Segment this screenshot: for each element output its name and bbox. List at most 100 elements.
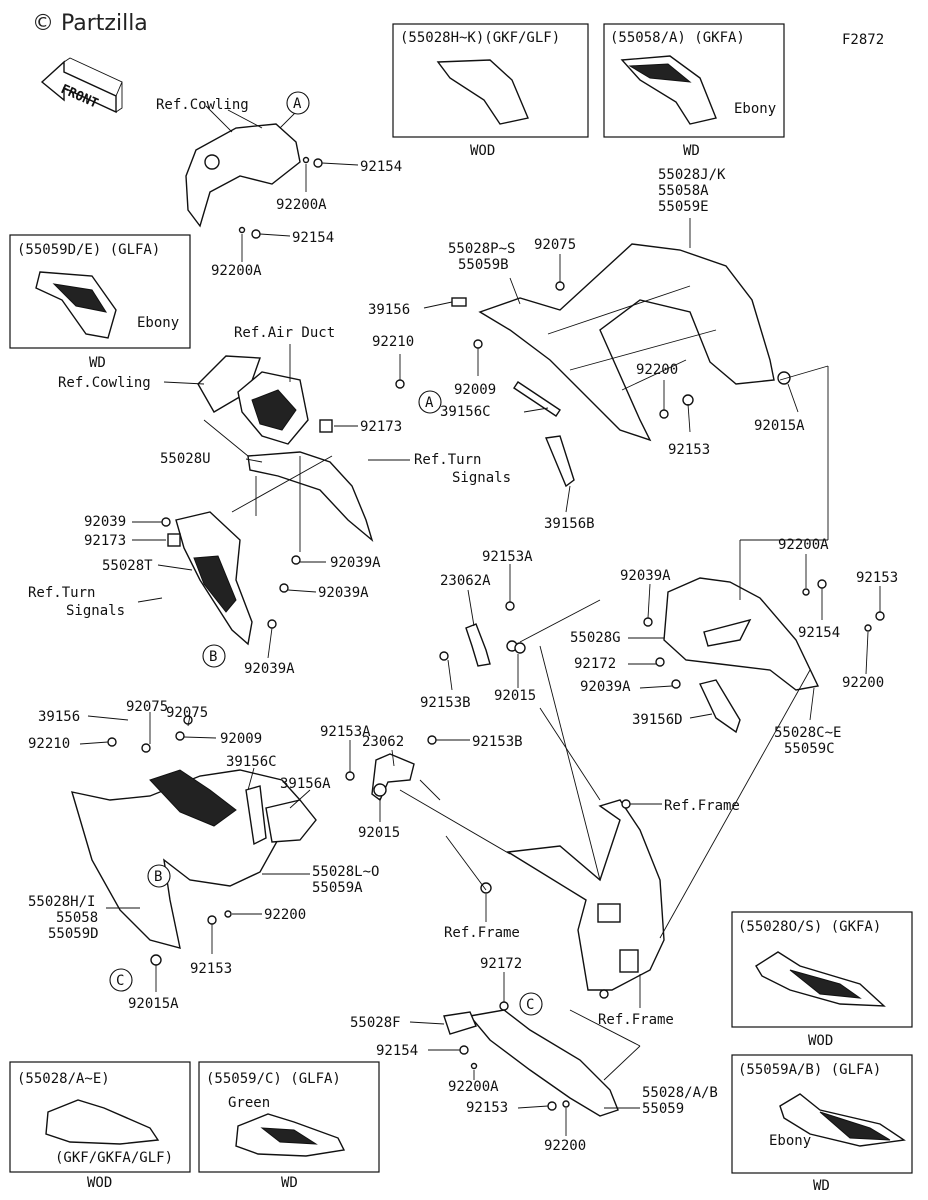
part-label: 92210 xyxy=(372,334,414,350)
upper-cowl-bracket xyxy=(185,109,301,228)
svg-text:WD: WD xyxy=(281,1175,298,1191)
svg-text:(55059/C) (GLFA): (55059/C) (GLFA) xyxy=(206,1071,341,1087)
callout-b-lower: B xyxy=(147,864,171,888)
part-label: 55059E xyxy=(658,199,709,215)
variant-box-55028o-s: (55028O/S) (GKFA) WOD xyxy=(731,911,913,1049)
cowling-part-icon xyxy=(45,1099,160,1145)
lower-cowling xyxy=(443,1009,619,1117)
part-label: 39156D xyxy=(632,712,683,728)
part-label: 92015A xyxy=(128,996,179,1012)
svg-text:C: C xyxy=(116,973,124,989)
part-label: 92172 xyxy=(480,956,522,972)
part-label: Ref.Frame xyxy=(664,798,740,814)
part-label: 23062A xyxy=(440,573,491,589)
callout-c-left: C xyxy=(109,968,133,992)
svg-text:Ebony: Ebony xyxy=(769,1133,811,1149)
part-label: 92210 xyxy=(28,736,70,752)
svg-text:WOD: WOD xyxy=(808,1033,833,1049)
part-label: 92154 xyxy=(376,1043,418,1059)
part-label: 92200 xyxy=(842,675,884,691)
front-arrow-icon: FRONT xyxy=(40,57,123,114)
part-label: 92154 xyxy=(360,159,402,175)
svg-text:B: B xyxy=(154,869,162,885)
variant-box-55059d-e: (55059D/E) (GLFA) Ebony WD xyxy=(9,234,191,371)
part-label: 92075 xyxy=(534,237,576,253)
part-label: 55059A xyxy=(312,880,363,896)
part-label: 92039A xyxy=(330,555,381,571)
part-label: Signals xyxy=(452,470,511,486)
part-label: 92153 xyxy=(668,442,710,458)
part-label: Ref.Cowling xyxy=(156,97,249,113)
part-label: 92200 xyxy=(264,907,306,923)
svg-text:(55059A/B) (GLFA): (55059A/B) (GLFA) xyxy=(738,1062,881,1078)
svg-text:(55058/A) (GKFA): (55058/A) (GKFA) xyxy=(610,30,745,46)
svg-text:A: A xyxy=(293,96,302,112)
part-label: 92009 xyxy=(220,731,262,747)
part-label: 92075 xyxy=(126,699,168,715)
part-label: 55028F xyxy=(350,1015,401,1031)
part-label: 92200A xyxy=(778,537,829,553)
part-label: Ref.Air Duct xyxy=(234,325,335,341)
part-label: 92153 xyxy=(190,961,232,977)
part-label: 92153A xyxy=(482,549,533,565)
figure-code: F2872 xyxy=(842,32,884,48)
part-label: 92039 xyxy=(84,514,126,530)
part-label: 39156 xyxy=(38,709,80,725)
part-label: 92200 xyxy=(636,362,678,378)
svg-text:(GKF/GKFA/GLF): (GKF/GKFA/GLF) xyxy=(55,1150,173,1166)
part-label: 92153B xyxy=(472,734,523,750)
callout-a-mid: A xyxy=(418,390,442,414)
svg-text:B: B xyxy=(209,649,217,665)
side-cover-55028g xyxy=(663,577,820,734)
part-label: 92200A xyxy=(448,1079,499,1095)
part-label: 92172 xyxy=(574,656,616,672)
left-upper-cowling xyxy=(70,769,317,949)
part-label: 55028C~E xyxy=(774,725,841,741)
right-upper-cowling xyxy=(478,243,775,442)
svg-text:Green: Green xyxy=(228,1095,270,1111)
variant-box-55058-a: (55058/A) (GKFA) Ebony WD xyxy=(603,23,785,159)
part-label: 92154 xyxy=(292,230,334,246)
variant-box-55028h-k: (55028H~K)(GKF/GLF) WOD xyxy=(392,23,589,159)
svg-text:(55028H~K)(GKF/GLF): (55028H~K)(GKF/GLF) xyxy=(400,30,560,46)
callout-c-right: C xyxy=(519,992,543,1016)
part-label: 92173 xyxy=(360,419,402,435)
frame xyxy=(505,799,665,991)
part-label: 92009 xyxy=(454,382,496,398)
part-label: 92153 xyxy=(466,1100,508,1116)
part-label: 55028U xyxy=(160,451,211,467)
part-label: 92015A xyxy=(754,418,805,434)
part-label: 92039A xyxy=(620,568,671,584)
part-label: 55058 xyxy=(56,910,98,926)
leader-lines xyxy=(79,105,881,1136)
part-label: 39156C xyxy=(226,754,277,770)
part-label: 39156C xyxy=(440,404,491,420)
cowling-part-icon xyxy=(436,59,529,125)
part-label: 55028H/I xyxy=(28,894,95,910)
part-label: Signals xyxy=(66,603,125,619)
part-label: 55028L~O xyxy=(312,864,379,880)
part-label: 92200A xyxy=(211,263,262,279)
part-label: 92075 xyxy=(166,705,208,721)
svg-text:(55028O/S) (GKFA): (55028O/S) (GKFA) xyxy=(738,919,881,935)
part-label: 92153B xyxy=(420,695,471,711)
stay-23062 xyxy=(371,753,415,802)
variant-box-55059a-b: (55059A/B) (GLFA) Ebony WD xyxy=(731,1054,913,1194)
inner-panel-55028t xyxy=(175,511,253,646)
svg-text:WD: WD xyxy=(683,143,700,159)
svg-text:WD: WD xyxy=(89,355,106,371)
part-label: 55059C xyxy=(784,741,835,757)
svg-text:(55059D/E) (GLFA): (55059D/E) (GLFA) xyxy=(17,242,160,258)
part-label: 39156 xyxy=(368,302,410,318)
part-label: 39156A xyxy=(280,776,331,792)
part-label: 23062 xyxy=(362,734,404,750)
part-label: 92153A xyxy=(320,724,371,740)
part-label: Ref.Turn xyxy=(28,585,95,601)
part-label: 92039A xyxy=(318,585,369,601)
svg-text:(55028/A~E): (55028/A~E) xyxy=(17,1071,110,1087)
part-label: 92200 xyxy=(544,1138,586,1154)
svg-text:WD: WD xyxy=(813,1178,830,1194)
variant-box-55028-a-e: (55028/A~E) (GKF/GKFA/GLF) WOD xyxy=(9,1061,191,1191)
part-label: 55028T xyxy=(102,558,153,574)
